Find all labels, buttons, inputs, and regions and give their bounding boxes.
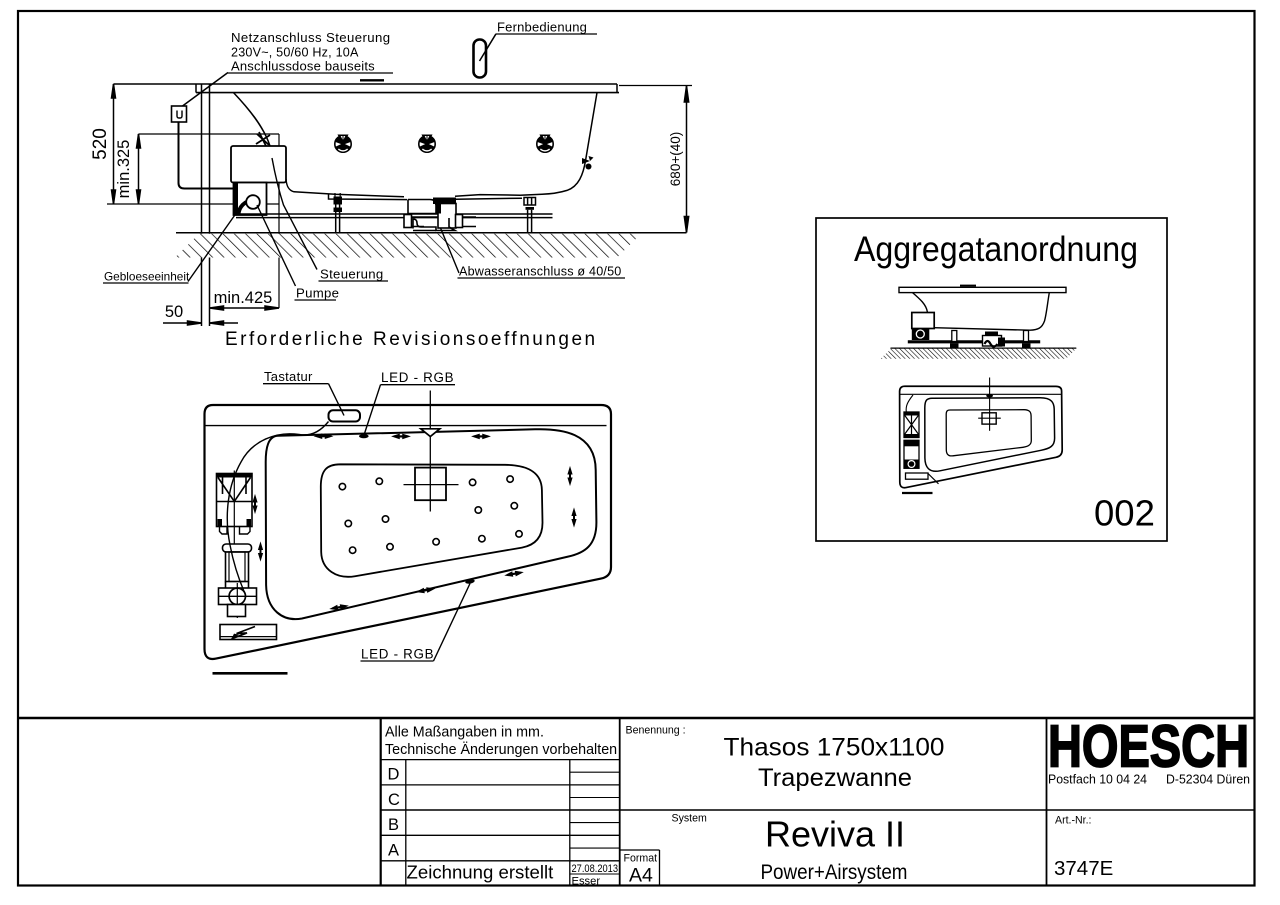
svg-text:System: System bbox=[672, 813, 707, 825]
svg-text:Netzanschluss Steuerung: Netzanschluss Steuerung bbox=[231, 30, 390, 45]
svg-text:min.325: min.325 bbox=[115, 140, 133, 199]
svg-text:27.08.2013: 27.08.2013 bbox=[572, 863, 619, 875]
svg-text:002: 002 bbox=[1094, 493, 1155, 534]
svg-text:230V~, 50/60 Hz, 10A: 230V~, 50/60 Hz, 10A bbox=[231, 46, 359, 60]
svg-text:Technische Änderungen vorbehal: Technische Änderungen vorbehalten bbox=[385, 741, 617, 758]
svg-text:3747E: 3747E bbox=[1054, 857, 1113, 880]
svg-text:Format: Format bbox=[624, 853, 658, 865]
svg-text:Reviva II: Reviva II bbox=[765, 814, 905, 855]
svg-text:Anschlussdose bauseits: Anschlussdose bauseits bbox=[231, 59, 375, 74]
svg-text:Trapezwanne: Trapezwanne bbox=[758, 764, 912, 792]
svg-text:D-52304 Düren: D-52304 Düren bbox=[1166, 772, 1250, 787]
svg-text:C: C bbox=[388, 791, 400, 809]
svg-text:A4: A4 bbox=[629, 865, 653, 887]
svg-text:50: 50 bbox=[165, 303, 183, 321]
svg-text:Alle Maßangaben in mm.: Alle Maßangaben in mm. bbox=[385, 725, 544, 741]
svg-text:Thasos 1750x1100: Thasos 1750x1100 bbox=[724, 734, 945, 762]
svg-text:LED - RGB: LED - RGB bbox=[361, 647, 434, 662]
svg-text:Zeichnung erstellt: Zeichnung erstellt bbox=[407, 862, 555, 883]
svg-text:HOESCH: HOESCH bbox=[1048, 714, 1249, 780]
svg-text:A: A bbox=[388, 842, 399, 860]
svg-text:680+(40): 680+(40) bbox=[668, 132, 683, 186]
svg-text:D: D bbox=[388, 766, 400, 784]
svg-text:520: 520 bbox=[90, 128, 111, 160]
svg-text:Benennung :: Benennung : bbox=[626, 725, 686, 737]
svg-text:Fernbedienung: Fernbedienung bbox=[497, 20, 587, 35]
svg-text:Postfach 10 04 24: Postfach 10 04 24 bbox=[1048, 772, 1147, 787]
svg-text:min.425: min.425 bbox=[214, 289, 273, 307]
svg-text:LED - RGB: LED - RGB bbox=[381, 370, 454, 385]
svg-text:Gebloeseeinheit: Gebloeseeinheit bbox=[104, 270, 190, 284]
svg-text:Abwasseranschluss ø 40/50: Abwasseranschluss ø 40/50 bbox=[459, 265, 622, 279]
svg-text:Erforderliche Revisionsoeffnun: Erforderliche Revisionsoeffnungen bbox=[225, 329, 598, 350]
svg-text:Steuerung: Steuerung bbox=[320, 267, 384, 282]
svg-text:Aggregatanordnung: Aggregatanordnung bbox=[854, 230, 1138, 269]
svg-text:Power+Airsystem: Power+Airsystem bbox=[761, 860, 908, 884]
svg-text:B: B bbox=[388, 816, 399, 834]
svg-text:Pumpe: Pumpe bbox=[296, 286, 339, 301]
svg-text:Esser: Esser bbox=[572, 876, 601, 888]
svg-text:Art.-Nr.:: Art.-Nr.: bbox=[1055, 815, 1092, 827]
svg-text:Tastatur: Tastatur bbox=[264, 369, 313, 384]
